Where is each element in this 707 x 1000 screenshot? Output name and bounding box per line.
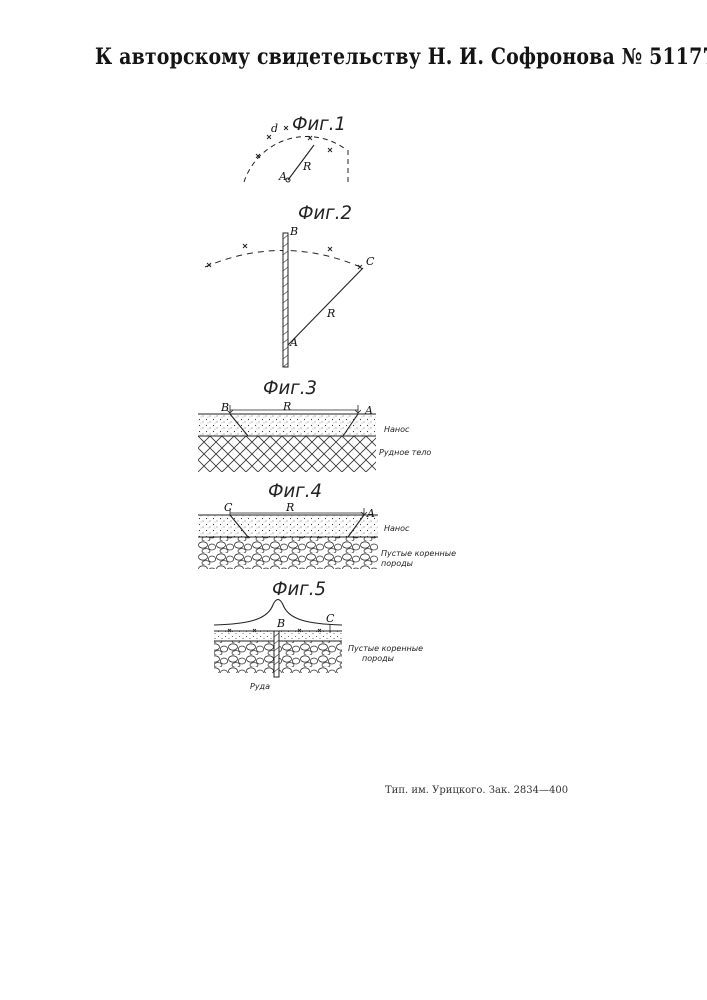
figure-3-letter-a: A (365, 404, 373, 417)
figure-4-drawing (198, 505, 380, 573)
figure-2-letter-r: R (327, 307, 335, 320)
figure-1-letter-a: A (279, 170, 287, 183)
page-title: К авторскому свидетельству Н. И. Софроно… (95, 44, 559, 70)
figure-5-letter-c: C (326, 612, 334, 625)
figure-3-note-nanos: Нанос (384, 425, 409, 435)
figure-1-letter-d: d (271, 122, 278, 135)
figure-4-letter-c: C (224, 501, 232, 514)
figure-4-note-bedrock-line-2: породы (381, 559, 413, 569)
figure-5-note-bedrock-line-2: породы (362, 654, 394, 664)
figure-4-note-nanos: Нанос (384, 524, 409, 534)
figure-1-letter-r: R (303, 160, 311, 173)
figure-4-note-bedrock-line-1: Пустые коренные (381, 549, 456, 559)
figure-4-label: Фиг.4 (268, 480, 322, 502)
figure-3-letter-b: B (221, 401, 229, 414)
figure-5-note-ore: Руда (250, 682, 270, 692)
figure-2-letter-b: B (290, 225, 298, 238)
figure-3-letter-r: R (283, 400, 291, 413)
figure-4-letter-a: A (367, 507, 375, 520)
figure-5-letter-b: B (277, 617, 285, 630)
figure-3-note-ore-body: Рудное тело (379, 448, 431, 458)
figure-1-drawing (230, 110, 350, 195)
figure-2-drawing (200, 225, 380, 375)
figure-2-letter-c: C (366, 255, 374, 268)
figure-5-drawing (210, 595, 346, 685)
figure-4-letter-r: R (286, 501, 294, 514)
figure-2-label: Фиг.2 (298, 202, 352, 224)
figure-2-letter-a: A (290, 336, 298, 349)
printer-footer: Тип. им. Урицкого. Зак. 2834—400 (385, 785, 568, 796)
figure-5-note-bedrock-line-1: Пустые коренные (348, 644, 423, 654)
figure-3-label: Фиг.3 (263, 377, 317, 399)
